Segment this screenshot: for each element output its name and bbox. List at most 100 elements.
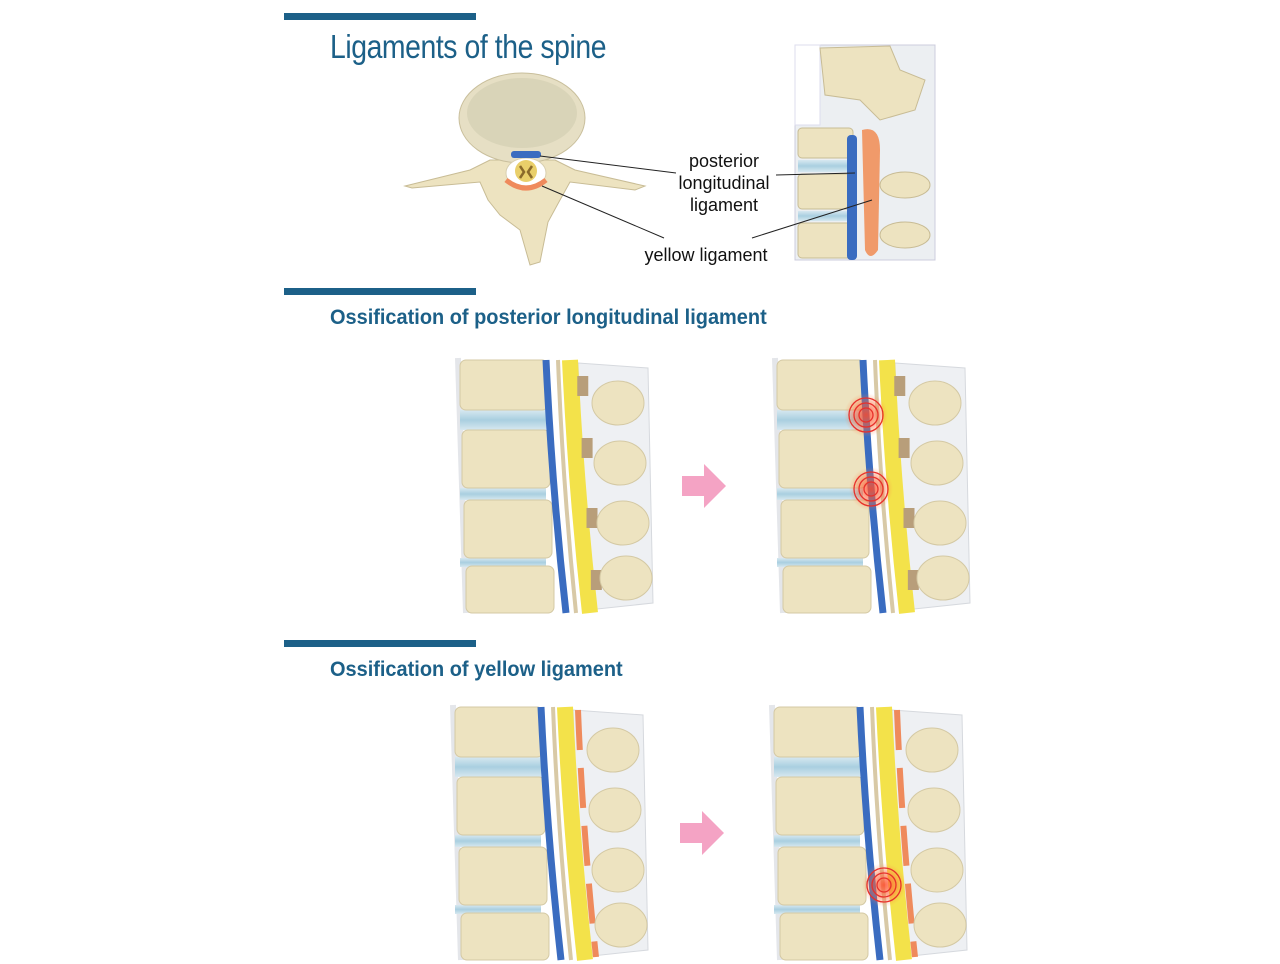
- vertebral-body: [775, 776, 865, 836]
- marker-ring: [876, 877, 892, 893]
- vertebral-body: [456, 776, 546, 836]
- anterior-tissue: [455, 357, 469, 614]
- marker-ring: [848, 397, 884, 433]
- intervertebral-disc: [455, 835, 541, 847]
- spinous-process: [913, 902, 967, 948]
- dura: [556, 359, 578, 614]
- label-line: ligament: [689, 195, 759, 215]
- anterior-tissue: [769, 704, 783, 961]
- posterior-ligament-mark: [511, 151, 541, 158]
- vertebral-body: [459, 359, 549, 411]
- posterior-longitudinal-ligament: [542, 359, 570, 614]
- spinous-process: [594, 902, 648, 948]
- spinous-process: [593, 440, 647, 486]
- spinous-process: [907, 787, 961, 833]
- intervertebral-disc: [455, 757, 541, 777]
- section-bar-1: [284, 13, 476, 20]
- marker-ring: [853, 402, 879, 428]
- marker-ring: [858, 476, 884, 502]
- section-bar-3: [284, 640, 476, 647]
- intervertebral-disc: [774, 757, 860, 777]
- marker-ring: [866, 867, 902, 903]
- spinal-cord: [876, 706, 912, 961]
- spinous-process: [908, 380, 962, 426]
- spinous-process: [596, 500, 650, 546]
- vertebral-body: [782, 565, 872, 614]
- arrow-right-icon: [680, 811, 724, 855]
- oyl-after-panel: [769, 704, 968, 961]
- spinous-process: [586, 727, 640, 773]
- vertebral-body: [454, 706, 544, 758]
- oyl-before-panel: [450, 704, 649, 961]
- spinous-process: [591, 847, 645, 893]
- dura: [870, 706, 892, 961]
- intervertebral-disc: [460, 558, 546, 567]
- intervertebral-disc: [777, 558, 863, 567]
- intervertebral-disc: [774, 835, 860, 847]
- page-title: Ligaments of the spine: [330, 28, 607, 65]
- intervertebral-disc: [460, 410, 546, 430]
- label-posterior-longitudinal-ligament: posterior longitudinal ligament: [664, 150, 784, 216]
- vertebral-body: [777, 846, 867, 906]
- ossification-marker: [862, 863, 906, 907]
- spinous-process: [599, 555, 653, 601]
- intervertebral-disc: [777, 410, 863, 430]
- anterior-tissue: [450, 704, 464, 961]
- spinous-process: [916, 555, 970, 601]
- arrow-right-icon: [682, 464, 726, 508]
- ligament-block: [581, 438, 593, 458]
- marker-glow: [862, 863, 906, 907]
- section-bar-2: [284, 288, 476, 295]
- intervertebral-disc: [774, 905, 860, 914]
- ligament-block: [586, 508, 598, 528]
- yellow-ligament-mark: [504, 177, 548, 191]
- ligament-block: [898, 438, 910, 458]
- anterior-tissue: [772, 357, 786, 614]
- intervertebral-disc: [777, 488, 863, 500]
- vertebral-body: [460, 912, 550, 961]
- spinal-cord: [562, 359, 598, 614]
- yellow-ligament: [894, 709, 918, 958]
- ligament-block: [907, 570, 919, 590]
- ligament-block: [577, 376, 589, 396]
- marker-ring: [871, 872, 897, 898]
- spinal-cord: [879, 359, 915, 614]
- vertebral-body: [461, 429, 551, 489]
- heading-opll: Ossification of posterior longitudinal l…: [330, 306, 767, 329]
- label-line: longitudinal: [678, 173, 770, 193]
- vertebral-body: [465, 565, 555, 614]
- ligament-block: [894, 376, 906, 396]
- vertebral-body: [773, 706, 863, 758]
- posterior-longitudinal-ligament: [537, 706, 565, 961]
- label-yellow-ligament: yellow ligament: [644, 245, 768, 265]
- opll-before-panel: [455, 357, 654, 614]
- vertebral-body: [779, 912, 869, 961]
- axial-vertebra-illustration: [403, 72, 677, 266]
- vertebral-body: [463, 499, 553, 559]
- spinous-process: [913, 500, 967, 546]
- spinous-process: [588, 787, 642, 833]
- intervertebral-disc: [455, 905, 541, 914]
- dura: [551, 706, 573, 961]
- ligament-block: [590, 570, 602, 590]
- opll-after-panel: [772, 357, 971, 614]
- marker-glow: [844, 393, 888, 437]
- ossification-marker: [849, 467, 893, 511]
- marker-glow: [849, 467, 893, 511]
- spinous-process: [910, 847, 964, 893]
- yellow-ligament: [575, 709, 599, 958]
- heading-oyl: Ossification of yellow ligament: [330, 658, 623, 681]
- spinous-process: [905, 727, 959, 773]
- label-line: posterior: [688, 151, 760, 171]
- intervertebral-disc: [460, 488, 546, 500]
- spinous-process: [591, 380, 645, 426]
- spinous-process: [910, 440, 964, 486]
- vertebral-body: [458, 846, 548, 906]
- ligament-block: [903, 508, 915, 528]
- posterior-longitudinal-ligament: [856, 706, 884, 961]
- marker-ring: [853, 471, 889, 507]
- spinal-cord: [557, 706, 593, 961]
- vertebral-body: [780, 499, 870, 559]
- ossification-marker: [844, 393, 888, 437]
